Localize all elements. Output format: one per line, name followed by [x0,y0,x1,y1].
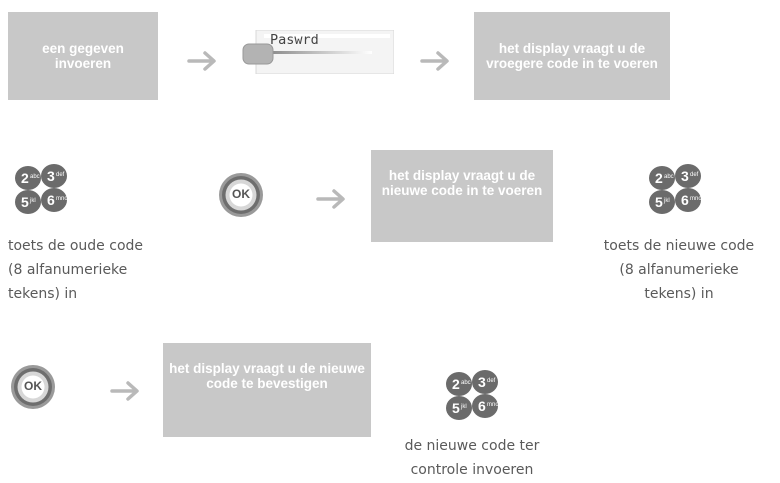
arrow-right-icon [187,50,219,72]
new-code-prompt-label: het display vraagt u de nieuwe code in t… [381,168,543,198]
caption-line: tekens) in [8,286,78,302]
confirm-prompt-box: het display vraagt u de nieuwe code te b… [163,343,371,437]
svg-text:3: 3 [47,168,55,184]
old-code-prompt-box: het display vraagt u de vroegere code in… [474,12,670,100]
svg-text:mno: mno [690,196,702,202]
svg-text:jkl: jkl [29,198,36,204]
display-prompt-text: Paswrd [270,32,319,48]
caption-line: de nieuwe code ter [404,438,540,454]
svg-text:5: 5 [452,400,460,416]
caption-line: toets de oude code [8,238,144,254]
svg-text:abc: abc [461,380,471,386]
old-code-caption: toets de oude code (8 alfanumerieke teke… [8,234,208,306]
svg-text:def: def [487,378,496,384]
new-code-prompt-box: het display vraagt u de nieuwe code in t… [371,150,553,242]
svg-text:6: 6 [681,192,689,208]
svg-text:5: 5 [655,194,663,210]
svg-text:2: 2 [452,376,460,392]
svg-text:mno: mno [56,196,68,202]
ok-button-label: OK [24,379,42,393]
caption-line: (8 alfanumerieke [8,262,128,278]
svg-text:6: 6 [478,398,486,414]
svg-text:abc: abc [664,174,674,180]
svg-text:jkl: jkl [460,404,467,410]
old-code-prompt-label: het display vraagt u de vroegere code in… [486,41,658,71]
enter-data-label: een gegeven invoeren [42,41,124,71]
svg-text:6: 6 [47,192,55,208]
display-screen: Paswrd [242,29,395,75]
confirm-caption: de nieuwe code ter controle invoeren [372,434,572,482]
svg-text:3: 3 [681,168,689,184]
svg-text:jkl: jkl [663,198,670,204]
caption-line: (8 alfanumerieke [619,262,739,278]
svg-text:2: 2 [21,170,29,186]
display-panel-icon [242,29,395,75]
svg-text:def: def [56,172,65,178]
confirm-prompt-label: het display vraagt u de nieuwe code te b… [169,361,365,391]
caption-line: controle invoeren [410,462,534,478]
enter-data-box: een gegeven invoeren [8,12,158,100]
arrow-right-icon [316,188,348,210]
svg-text:abc: abc [30,174,40,180]
ok-button[interactable]: OK [10,364,56,410]
caption-line: tekens) in [644,286,714,302]
arrow-right-icon [420,50,452,72]
svg-text:5: 5 [21,194,29,210]
caption-line: toets de nieuwe code [603,238,755,254]
svg-text:2: 2 [655,170,663,186]
ok-button[interactable]: OK [218,172,264,218]
arrow-right-icon [110,380,142,402]
ok-button-label: OK [232,187,250,201]
new-code-caption: toets de nieuwe code (8 alfanumerieke te… [584,234,774,306]
svg-text:def: def [690,172,699,178]
svg-text:3: 3 [478,374,486,390]
svg-text:mno: mno [487,402,499,408]
